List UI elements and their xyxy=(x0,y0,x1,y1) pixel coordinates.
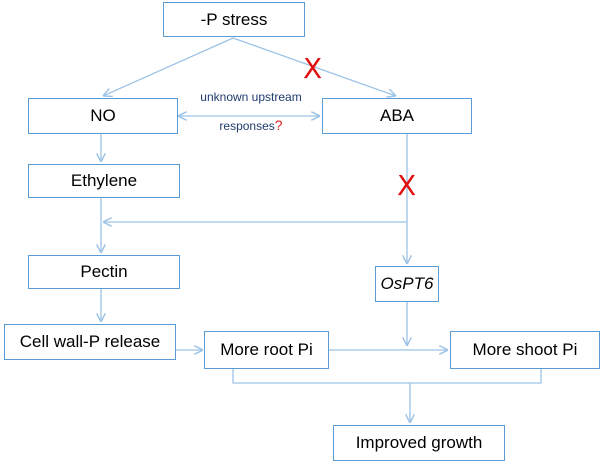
node-more-root-pi: More root Pi xyxy=(204,331,329,369)
node-ospt6: OsPT6 xyxy=(375,266,439,302)
arrow-pstress-to-no xyxy=(103,37,234,96)
node-aba: ABA xyxy=(322,98,472,134)
node-ethylene: Ethylene xyxy=(28,164,180,198)
node-cell-wall-p-release: Cell wall-P release xyxy=(4,324,176,360)
line-rootpi-bracket xyxy=(232,369,542,384)
node-no: NO xyxy=(28,98,178,134)
arrow-pstress-to-aba xyxy=(232,37,396,96)
annotation-line1: unknown upstream xyxy=(200,90,302,104)
annotation-line2-wrap: responses? xyxy=(188,116,314,136)
node-pectin: Pectin xyxy=(28,255,180,289)
block-mark-pstress-aba: X xyxy=(303,52,323,85)
block-mark-aba-ospt6: X xyxy=(397,169,417,202)
question-mark: ? xyxy=(274,117,283,133)
node-improved-growth: Improved growth xyxy=(333,425,505,461)
node-more-shoot-pi: More shoot Pi xyxy=(450,331,600,369)
annotation-line2: responses xyxy=(219,119,275,133)
annotation-unknown-upstream: unknown upstream responses? xyxy=(188,88,314,136)
node-p-stress: -P stress xyxy=(163,2,305,37)
